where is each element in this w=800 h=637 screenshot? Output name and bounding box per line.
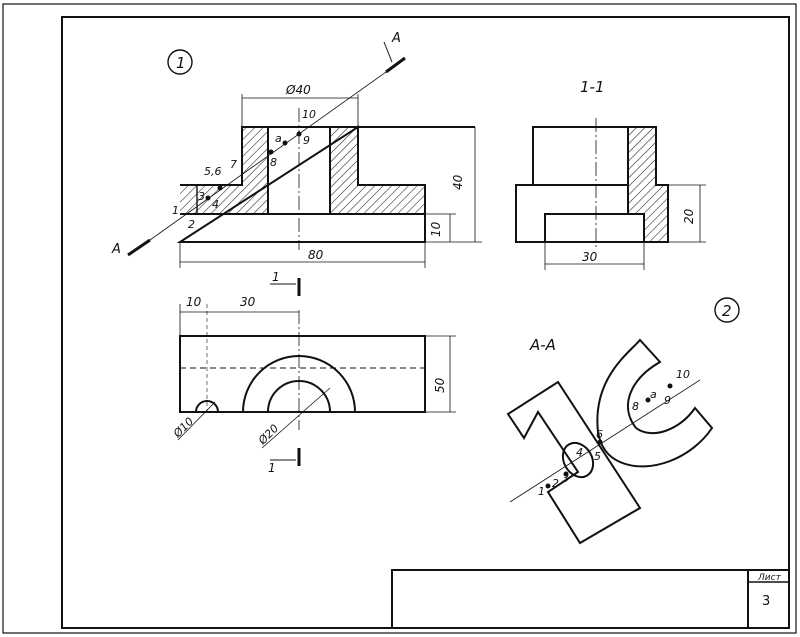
point-a: a <box>275 132 282 145</box>
hatch-base-left <box>180 185 197 214</box>
dim-bore-diameter: Ø40 <box>285 83 311 97</box>
section-arrow-a-right: A <box>391 31 401 46</box>
sheet-number: 3 <box>762 594 770 609</box>
point-1: 1 <box>172 204 179 217</box>
section-1-1: 1-1 30 20 <box>515 78 706 270</box>
section-dim-height: 20 <box>682 208 696 224</box>
aa-point-4: 4 <box>576 446 583 459</box>
view-2-number: 2 <box>722 302 732 320</box>
dim-hole-small: Ø10 <box>170 415 196 441</box>
hatch-wall-right <box>330 127 425 214</box>
point-10: 10 <box>302 108 316 121</box>
dim-hole-large: Ø20 <box>255 422 281 448</box>
point-7: 7 <box>230 158 237 171</box>
section-dim-width: 30 <box>582 250 598 264</box>
dim-base-height: 10 <box>429 221 443 237</box>
point-3: 3 <box>198 190 205 203</box>
dim-offset-left: 10 <box>186 295 202 309</box>
aa-point-8: 8 <box>632 400 639 413</box>
aa-point-5: 5 <box>594 450 601 463</box>
point-9: 9 <box>303 134 310 147</box>
outer-frame <box>2 3 797 634</box>
sheet-label: Лист <box>757 573 782 583</box>
dim-base-length: 80 <box>308 248 324 262</box>
aa-point-9: 9 <box>664 394 671 407</box>
aa-point-2: 2 <box>552 477 559 490</box>
point-2: 2 <box>188 218 195 231</box>
cut-mark-top: 1 <box>272 270 280 284</box>
view-top: 1 1 10 30 50 Ø10 Ø20 <box>170 270 456 475</box>
point-5-6: 5,6 <box>204 165 222 178</box>
section-1-1-title: 1-1 <box>580 78 605 96</box>
dim-total-height: 40 <box>451 174 465 190</box>
aa-point-1: 1 <box>538 485 545 498</box>
view-2-title: A-A <box>529 336 556 354</box>
hatch-wall-left <box>197 127 268 214</box>
inner-frame <box>61 16 790 629</box>
cut-mark-bottom: 1 <box>268 461 276 475</box>
aa-point-10: 10 <box>676 368 690 381</box>
view-2-section-aa: 2 A-A 1 2 3 4 5 6 8 a 9 10 <box>506 297 740 545</box>
view-1-number-circle <box>167 49 193 75</box>
title-block: Лист 3 <box>391 569 790 629</box>
view-1-front: 1 A A Ø40 80 40 10 <box>111 31 482 268</box>
point-8: 8 <box>270 156 277 169</box>
aa-point-6: 6 <box>596 428 603 441</box>
aa-point-3: 3 <box>562 472 569 485</box>
aa-point-a: a <box>650 388 657 401</box>
point-4: 4 <box>212 198 219 211</box>
view-1-number: 1 <box>176 54 186 72</box>
dim-depth: 50 <box>433 377 447 393</box>
section-arrow-a-left: A <box>111 242 121 257</box>
dim-offset-center: 30 <box>240 295 256 309</box>
